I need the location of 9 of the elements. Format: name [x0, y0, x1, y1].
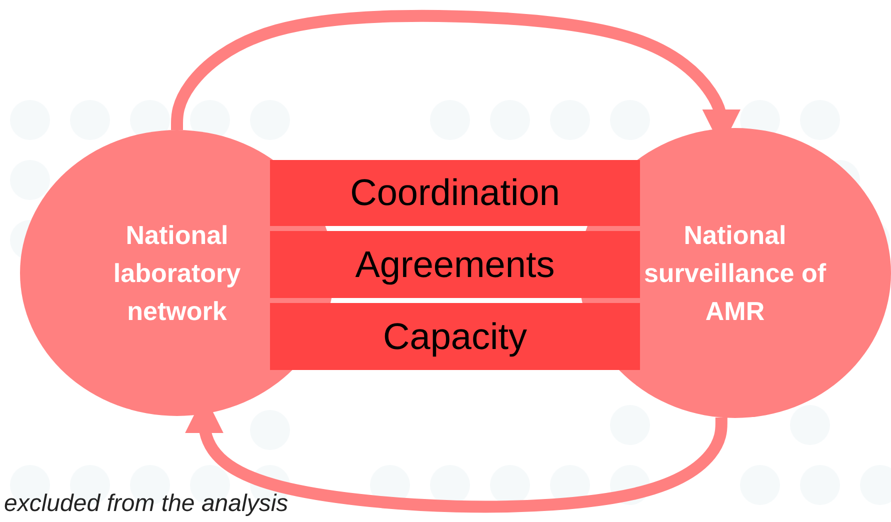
note-text: excluded from the analysis — [4, 490, 288, 518]
node-label: National surveillance of AMR — [642, 219, 828, 328]
band-bar — [270, 231, 640, 298]
band-label: Capacity — [383, 316, 527, 358]
band-bar — [270, 303, 640, 370]
band-label: Agreements — [355, 244, 555, 286]
band-bar — [270, 160, 640, 226]
node-label: National laboratory network — [112, 219, 242, 328]
band-label: Coordination — [350, 172, 560, 214]
